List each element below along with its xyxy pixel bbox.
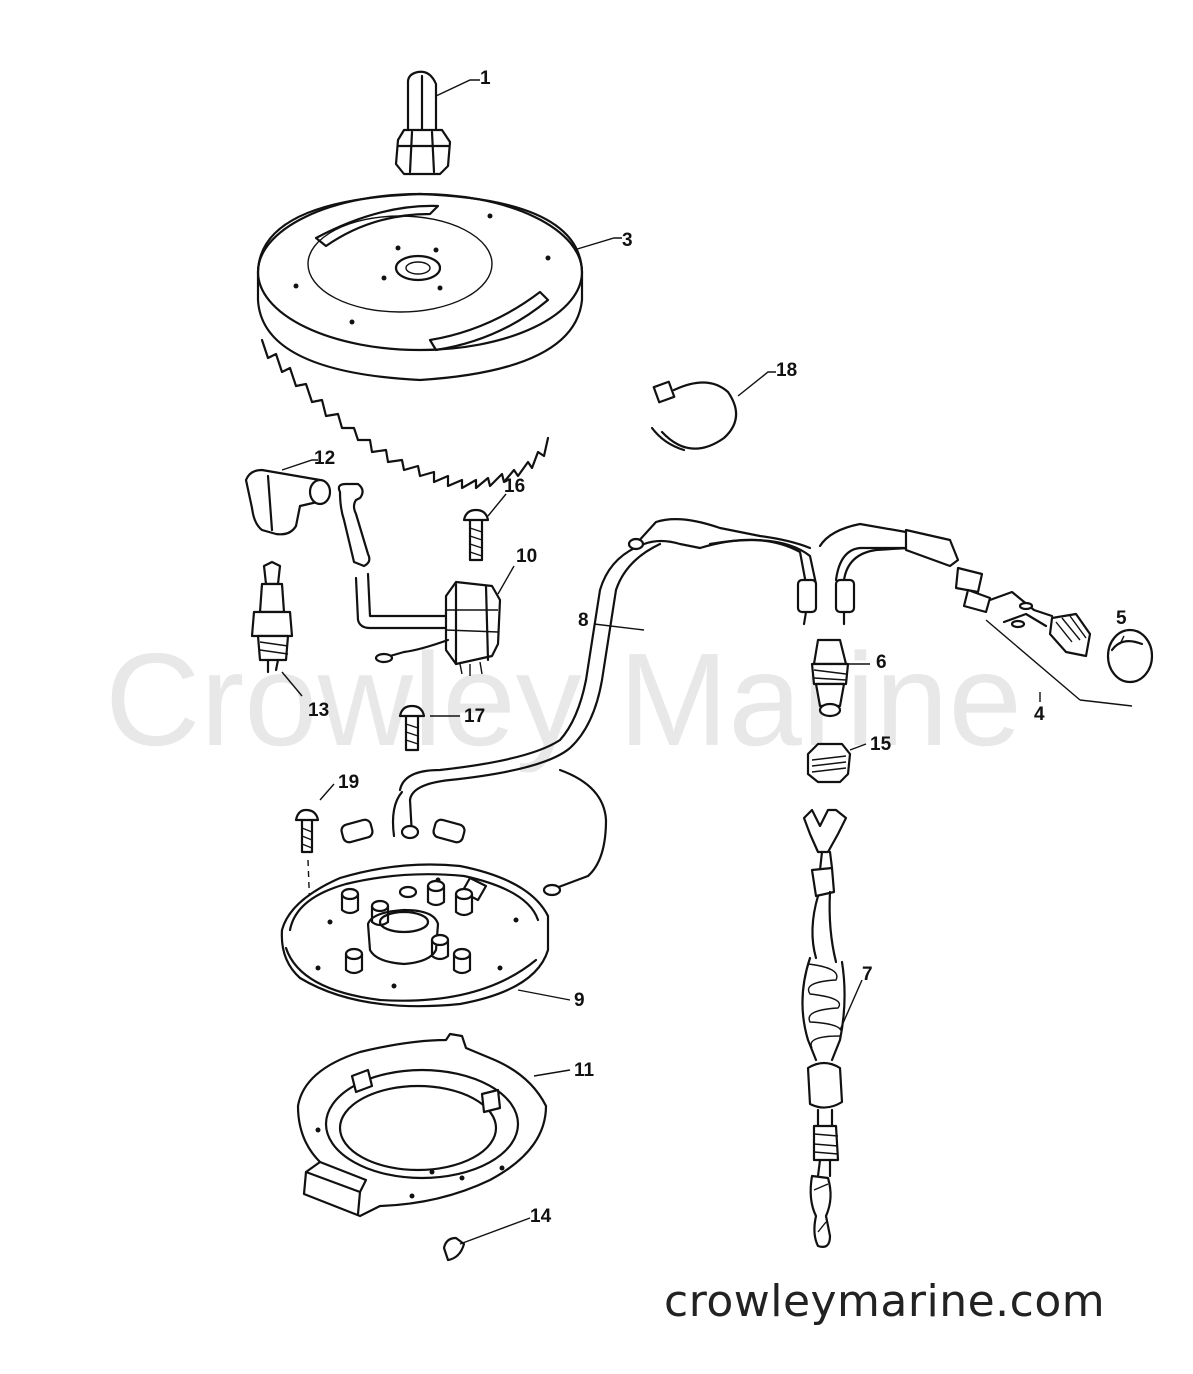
watermark: Crowley Marine [105,626,1022,773]
part-9-stator-plate [280,863,550,1008]
callout-12: 12 [314,448,335,469]
part-3-flywheel [256,192,584,490]
callout-11: 11 [574,1060,595,1081]
part-7-lanyard [801,808,848,1248]
callout-10: 10 [516,546,537,567]
callout-19: 19 [338,772,359,793]
part-11-trigger-plate [296,1032,548,1218]
callout-3: 3 [622,230,633,251]
part-16-screw [462,508,490,562]
callout-8: 8 [578,610,589,631]
part-15-nut [806,742,852,784]
part-1-flywheel-nut [394,70,452,176]
part-8-wire-harness [340,518,992,897]
part-6-stop-switch [810,638,850,718]
high-tension-lead [337,482,452,630]
part-13-spark-plug [250,560,294,674]
callout-13: 13 [308,700,329,721]
callout-labels: 1 3 4 5 6 7 8 9 10 11 12 13 14 15 16 17 … [308,68,1127,1227]
callout-16: 16 [504,476,525,497]
callout-14: 14 [530,1206,552,1227]
website-url: crowleymarine.com [664,1276,1106,1327]
part-12-spark-plug-boot [244,468,332,536]
part-19-screw [294,808,320,967]
part-17-screw [398,704,426,752]
callout-17: 17 [464,706,485,727]
callout-5: 5 [1116,608,1127,629]
callout-6: 6 [876,652,887,673]
part-14-woodruff-key [442,1236,466,1262]
callout-15: 15 [870,734,892,755]
part-4-stop-switch-assembly [985,590,1133,707]
callout-18: 18 [776,360,797,381]
callout-9: 9 [574,990,585,1011]
part-10-ignition-coil [374,580,502,676]
leader-lines [281,79,1125,1245]
part-5-cap [1106,628,1154,684]
callout-1: 1 [480,68,491,89]
callout-4: 4 [1034,704,1045,725]
part-18-clamp [650,380,738,452]
callout-7: 7 [862,964,873,985]
